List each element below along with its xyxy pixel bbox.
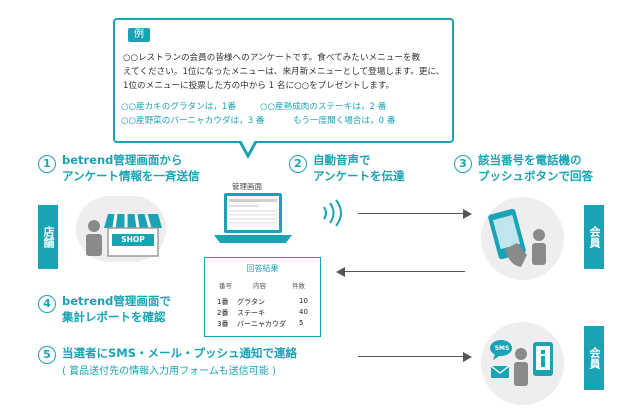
report-title: 回答結果 [246, 264, 279, 273]
report-row-2-count: 40 [299, 308, 308, 316]
bubble-option-4: もう一度聞く場合は，0 番 [293, 116, 396, 126]
step-2-number: 2 [289, 155, 307, 173]
report-row-3-count: 5 [299, 319, 304, 327]
report-row-2-no: 2番 [217, 309, 229, 317]
shop-icon [86, 213, 162, 257]
shop-label: SHOP [121, 235, 145, 244]
report-header-count: 件数 [292, 282, 305, 290]
arrow-left-line [343, 271, 465, 273]
sms-label: SMS [494, 345, 510, 352]
store-tab: 店舗 [38, 205, 58, 269]
step-4-line-1: betrend管理画面で [62, 294, 171, 308]
laptop-icon [214, 193, 292, 243]
notification-icons [490, 340, 553, 386]
report-row-2-item: ステーキ [237, 309, 265, 317]
report-panel: 回答結果 番号 内容 件数 1番 グラタン 10 2番 ステーキ 40 3番 バ… [204, 257, 321, 337]
step-5-number: 5 [38, 346, 56, 364]
step-2-line-2: アンケートを伝達 [313, 169, 405, 183]
step-1-line-1: betrend管理画面から [62, 153, 183, 167]
report-row-1-no: 1番 [217, 298, 229, 306]
bubble-option-2: ○○産熟成肉のステーキは，2 番 [260, 102, 387, 112]
arrow-left-head [336, 266, 345, 277]
step-3-number: 3 [454, 155, 472, 173]
phone-hand-icon [488, 208, 546, 267]
step-1-number: 1 [38, 155, 56, 173]
report-row-3-no: 3番 [217, 320, 229, 328]
step-2-line-1: 自動音声で [313, 153, 371, 167]
arrow-right-top-head [463, 208, 472, 219]
step-4-number: 4 [38, 295, 56, 313]
admin-screen-label: 管理画面 [232, 182, 262, 191]
step-3-line-1: 該当番号を電話機の [478, 153, 582, 167]
member-tab-1: 会員 [584, 205, 604, 269]
bubble-option-3: ○○産野菜のバーニャカウダは，3 番 [121, 116, 265, 126]
example-tag: 例 [128, 28, 150, 42]
arrow-right-top-line [358, 213, 465, 215]
report-header-item: 内容 [253, 282, 266, 290]
report-row-1-count: 10 [299, 297, 308, 305]
report-header-no: 番号 [219, 282, 232, 290]
bubble-line-3: 1位のメニューに投票した方の中から 1 名に○○をプレゼントします。 [123, 81, 395, 91]
arrow-right-bottom-head [463, 351, 472, 362]
bubble-line-2: えてください。1位になったメニューは、来月新メニューとして登場します。更に、 [123, 67, 445, 77]
example-bubble [113, 18, 454, 143]
step-5-line-2: ( 賞品送付先の情報入力用フォームも送信可能 ) [62, 366, 276, 377]
arrow-right-bottom-line [358, 356, 465, 358]
step-5-line-1: 当選者にSMS・メール・プッシュ通知で連絡 [62, 346, 298, 360]
step-1-line-2: アンケート情報を一斉送信 [62, 169, 200, 183]
step-3-line-2: プッシュボタンで回答 [478, 169, 593, 183]
report-row-1-item: グラタン [237, 298, 265, 306]
member-tab-2: 会員 [584, 326, 604, 390]
bubble-line-1: ○○レストランの会員の皆様へのアンケートです。食べてみたいメニューを教 [123, 53, 421, 63]
step-4-line-2: 集計レポートを確認 [62, 310, 166, 324]
bubble-tail-inner [241, 140, 255, 153]
bubble-option-1: ○○産カキのグラタンは，1番 [121, 102, 236, 112]
report-row-3-item: バーニャカウダ [237, 320, 286, 328]
sound-wave-icon [323, 199, 342, 227]
